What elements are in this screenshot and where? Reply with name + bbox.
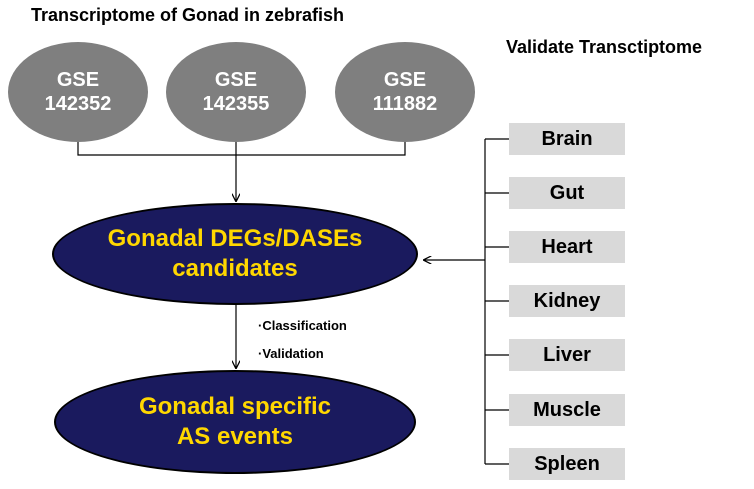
right-heading: Validate Transctiptome: [506, 37, 703, 57]
gse-merge-bracket: [77, 142, 406, 156]
gse-id: 142355: [202, 93, 270, 115]
gse-111882-node: GSE 111882: [335, 42, 475, 142]
validation-note: ·Validation: [258, 346, 324, 361]
tissue-gut: Gut: [509, 177, 625, 209]
events-node: Gonadal specific AS events: [54, 370, 416, 474]
left-heading: Transcriptome of Gonad in zebrafish: [31, 5, 345, 25]
classification-note: ·Classification: [258, 318, 347, 333]
candidates-node: Gonadal DEGs/DASEs candidates: [52, 203, 418, 305]
events-line1: Gonadal specific: [138, 393, 332, 420]
candidates-line1: Gonadal DEGs/DASEs: [107, 225, 363, 252]
tissue-heart: Heart: [509, 231, 625, 263]
gse-id: 111882: [372, 93, 438, 115]
candidates-line2: candidates: [172, 255, 298, 282]
tissue-kidney: Kidney: [509, 285, 625, 317]
gse-id: 142352: [44, 93, 112, 115]
gse-142352-node: GSE 142352: [8, 42, 148, 142]
gse-label: GSE: [56, 69, 100, 91]
tissue-spleen: Spleen: [509, 448, 625, 480]
tissue-liver: Liver: [509, 339, 625, 371]
gse-label: GSE: [383, 69, 427, 91]
gse-142355-node: GSE 142355: [166, 42, 306, 142]
events-line2: AS events: [176, 423, 294, 450]
tissue-brain: Brain: [509, 123, 625, 155]
tissue-muscle: Muscle: [509, 394, 625, 426]
gse-label: GSE: [214, 69, 258, 91]
